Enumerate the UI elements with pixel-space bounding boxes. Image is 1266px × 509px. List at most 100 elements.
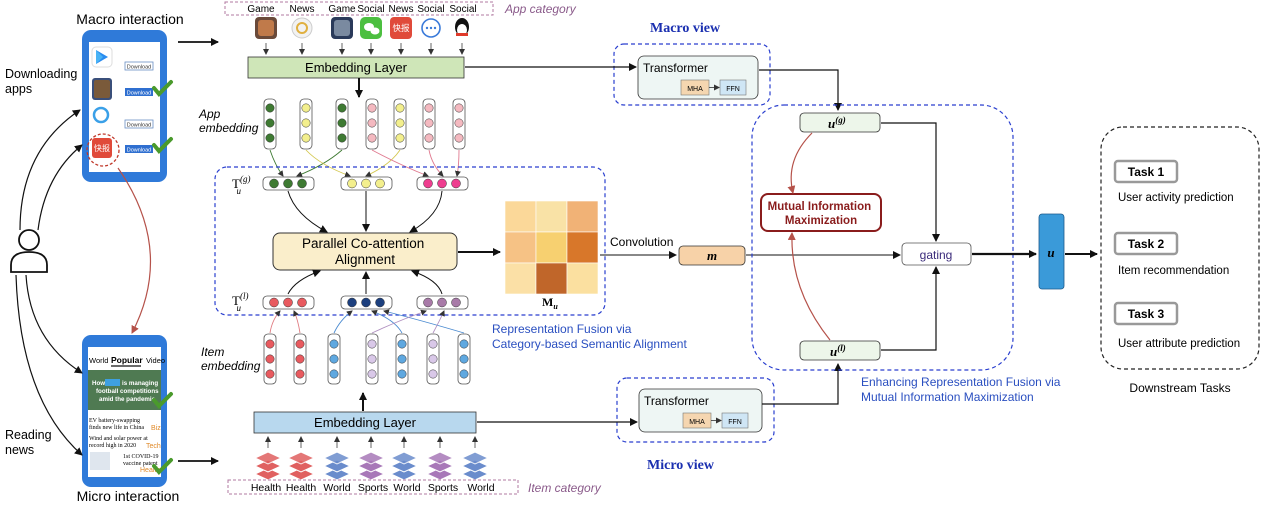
- t-g-label: T(g)u: [232, 174, 250, 196]
- task-3: Task 3 User attribute prediction: [1113, 301, 1240, 350]
- app-embedding-vector: [452, 98, 466, 150]
- news-tab-world: World: [89, 356, 108, 365]
- m-vector: [678, 245, 746, 266]
- macro-mha-block: MHA: [687, 86, 703, 93]
- item-embedding-vector: [327, 333, 341, 385]
- svg-text:Sports: Sports: [428, 482, 458, 494]
- item-category-label: Item category: [528, 481, 602, 495]
- app-embedding-vector: [365, 98, 379, 150]
- item-embedding-vector: [293, 333, 307, 385]
- kuaibao-app-icon: 快报: [390, 17, 412, 39]
- matrix-cell: [535, 200, 568, 233]
- app-embedding-layer: [247, 56, 465, 79]
- app-embedding-vector: [335, 98, 349, 150]
- checkmark-icon: [152, 392, 173, 409]
- matrix-cell: [566, 262, 599, 295]
- app-embedding-vector: [422, 98, 436, 150]
- svg-text:Health: Health: [286, 482, 317, 494]
- app-embedding-vector: [393, 98, 407, 150]
- svg-text:User attribute prediction: User attribute prediction: [1118, 338, 1240, 350]
- svg-text:Sports: Sports: [358, 482, 388, 494]
- svg-text:World: World: [393, 482, 420, 494]
- checkmark-icon: [152, 137, 173, 154]
- svg-text:Social: Social: [449, 4, 476, 15]
- news-item-3: Wind and solar power at record high in 2…: [89, 436, 149, 449]
- fusion-region: [214, 166, 606, 316]
- u-l-label: u(l): [830, 343, 846, 359]
- app-embedding-layer-label: Embedding Layer: [305, 60, 408, 75]
- micro-transformer-label: Transformer: [644, 394, 709, 408]
- chat-bubble-app-icon: [421, 18, 441, 38]
- downstream-tasks-region: [1100, 126, 1260, 370]
- micro-phone: World Popular Video How is managing foot…: [82, 335, 173, 487]
- matrix-cell: [535, 231, 568, 264]
- layers-icon: [322, 451, 352, 481]
- macro-transformer-label: Transformer: [643, 61, 708, 75]
- layers-icon: [356, 451, 386, 481]
- t-l-vectors: [262, 295, 469, 310]
- alignment-matrix: [504, 200, 599, 295]
- item-category-labels: Health Health World Sports World Sports …: [251, 482, 495, 494]
- matrix-cell: [535, 262, 568, 295]
- svg-text:Item recommendation: Item recommendation: [1118, 265, 1229, 277]
- qq-app-icon: [455, 18, 469, 36]
- game-app-icon: [331, 17, 353, 39]
- item-embedding-vectors: [263, 333, 471, 385]
- svg-text:Task 3: Task 3: [1128, 307, 1165, 321]
- news-app-icon: [291, 17, 313, 39]
- news-tab-popular: Popular: [111, 355, 143, 365]
- micro-interaction-label: Micro interaction: [77, 488, 180, 504]
- macro-phone: Download Download Download 快报 Download: [82, 30, 173, 182]
- micro-mha-block: MHA: [689, 419, 705, 426]
- app-icon-game: [92, 78, 112, 100]
- svg-text:Social: Social: [357, 4, 384, 15]
- item-embedding-label: Item embedding: [201, 345, 261, 373]
- news-item-2: EV battery-swapping finds new life in Ch…: [89, 418, 144, 431]
- item-embedding-vector: [365, 333, 379, 385]
- macro-view-region: [613, 43, 771, 106]
- macro-view-label: Macro view: [650, 21, 721, 36]
- news-tag-tech: Tech: [146, 443, 161, 450]
- item-embedding-vector: [263, 333, 277, 385]
- news-tag-biz: Biz: [151, 425, 161, 432]
- item-embedding-layer-label: Embedding Layer: [314, 415, 417, 430]
- download-button-2: Download: [127, 91, 151, 97]
- svg-text:Health: Health: [251, 482, 282, 494]
- user-icon: [10, 229, 48, 273]
- app-embedding-vector: [299, 98, 313, 150]
- mim-region: [751, 104, 1014, 371]
- matrix-cell: [504, 231, 537, 264]
- item-embedding-vector: [395, 333, 409, 385]
- app-embedding-vectors: [263, 98, 466, 150]
- svg-text:World: World: [467, 482, 494, 494]
- app-embedding-label: App embedding: [198, 107, 259, 135]
- svg-text:Game: Game: [247, 4, 275, 15]
- user-representation: [1038, 213, 1065, 290]
- gating-label: gating: [920, 248, 953, 262]
- game-app-icon: [255, 17, 277, 39]
- micro-ffn-block: FFN: [728, 419, 742, 426]
- item-category-icons: [253, 451, 490, 481]
- m-vector-label: m: [707, 248, 717, 263]
- task-2: Task 2 Item recommendation: [1113, 231, 1229, 277]
- coattention-block: [272, 232, 458, 271]
- app-category-box: [224, 1, 494, 16]
- app-category-label: App category: [504, 2, 577, 16]
- svg-text:News: News: [388, 4, 413, 15]
- task-1: Task 1 User activity prediction: [1113, 159, 1234, 204]
- u-g-label: u(g): [828, 115, 846, 131]
- download-button-1: Download: [127, 65, 151, 71]
- app-icons-row: 快报: [255, 17, 469, 39]
- svg-text:Task 1: Task 1: [1128, 165, 1165, 179]
- matrix-cell: [566, 231, 599, 264]
- macro-interaction-label: Macro interaction: [76, 11, 183, 27]
- downstream-tasks-label: Downstream Tasks: [1129, 381, 1230, 395]
- coattention-label: Parallel Co-attention Alignment: [302, 236, 428, 267]
- news-item-4: 1st COVID-19 vaccine patent: [123, 454, 160, 467]
- downloading-apps-label: Downloading apps: [5, 67, 81, 96]
- news-headline-1: How is managing football competitions am…: [92, 380, 160, 403]
- micro-view-region: [616, 377, 775, 443]
- fusion-caption: Representation Fusion via Category-based…: [492, 322, 687, 351]
- svg-text:Social: Social: [417, 4, 444, 15]
